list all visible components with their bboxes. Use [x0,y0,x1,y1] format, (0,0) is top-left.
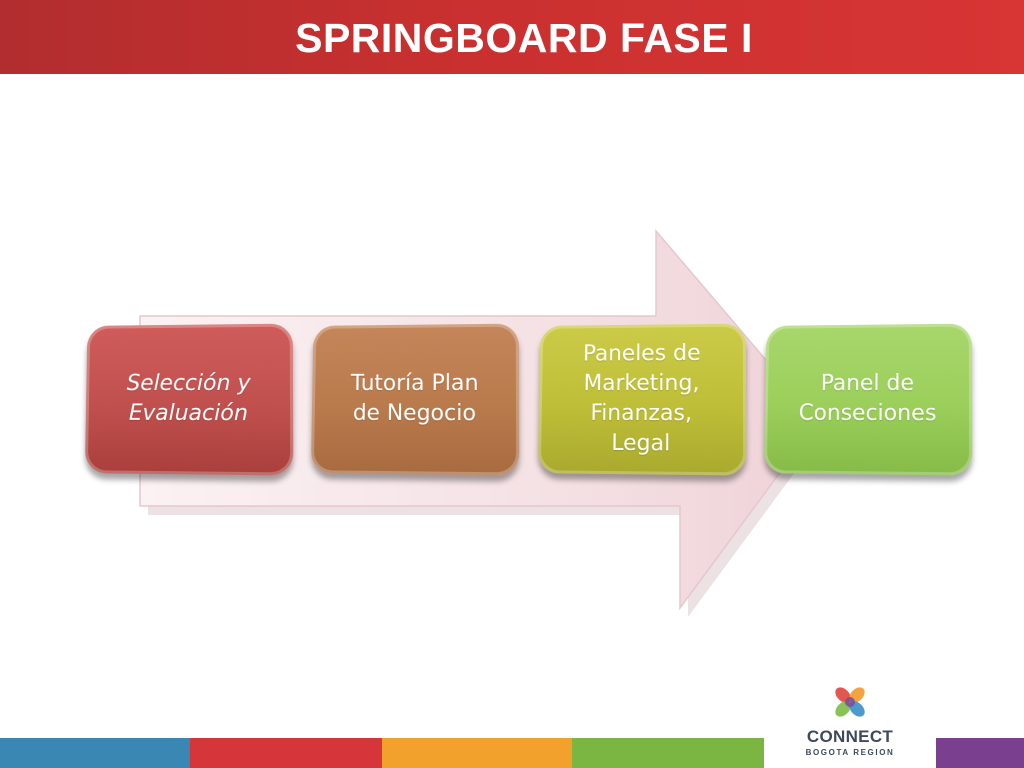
footer-stripe-green [572,738,764,768]
logo-name: CONNECT [806,727,894,746]
footer-stripe-red [190,738,382,768]
slide-title: SPRINGBOARD FASE I [295,15,753,61]
logo-subtitle: BOGOTA REGION [805,748,895,757]
step-seleccion-evaluacion: Selección y Evaluación [84,323,294,476]
step-panel-conseciones: Panel de Conseciones [763,323,973,476]
step-tutoria-plan-negocio: Tutoría Plan de Negocio [310,323,520,476]
title-bar [0,0,1024,74]
footer-stripe-purple [936,738,1024,768]
step-label: Panel de Conseciones [798,370,937,427]
step-label: Paneles de Marketing, Finanzas, Legal [582,340,701,457]
connect-logo-mark-icon [835,687,865,717]
footer-stripes [0,738,1024,768]
connect-logo: CONNECT BOGOTA REGION [800,680,900,764]
step-label: Selección y Evaluación [126,370,251,427]
footer-stripe-orange [382,738,572,768]
footer-stripe-blue [0,738,190,768]
step-paneles-marketing: Paneles de Marketing, Finanzas, Legal [537,323,747,476]
step-label: Tutoría Plan de Negocio [350,370,479,427]
